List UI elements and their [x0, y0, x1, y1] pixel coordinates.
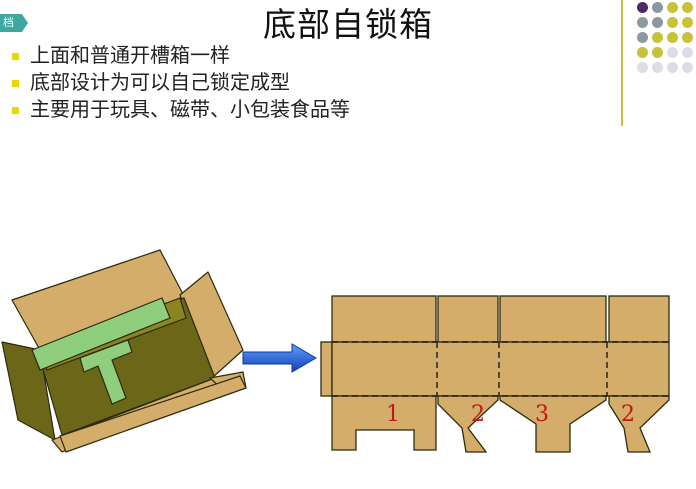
- bottom-flap-3: [499, 395, 607, 453]
- flat-blank: [320, 295, 670, 453]
- bullet-item: 底部设计为可以自己锁定成型: [10, 69, 350, 96]
- box-lock-tab: [79, 339, 133, 405]
- panel-label-2: 2: [471, 402, 485, 427]
- bullet-text: 主要用于玩具、磁带、小包装食品等: [30, 97, 350, 121]
- decor-dot: [682, 62, 693, 73]
- bottom-flap-1: [331, 395, 437, 451]
- decor-dot: [682, 2, 693, 13]
- arrow-right-icon: [242, 343, 317, 373]
- box-green-flap: [31, 297, 171, 371]
- decor-dot: [682, 17, 693, 28]
- bullet-item: 上面和普通开槽箱一样: [10, 42, 350, 69]
- glue-tab: [320, 341, 333, 397]
- decor-dot: [637, 62, 648, 73]
- decor-dot: [637, 47, 648, 58]
- decor-dot: [652, 47, 663, 58]
- bullet-marker-icon: [12, 53, 19, 60]
- decor-dot: [682, 32, 693, 43]
- bullet-item: 主要用于玩具、磁带、小包装食品等: [10, 96, 350, 123]
- bottom-flap-4: [608, 395, 670, 453]
- accent-divider: [621, 0, 623, 126]
- decor-dot: [652, 17, 663, 28]
- decor-dot: [637, 2, 648, 13]
- decor-dot: [667, 32, 678, 43]
- fold-lines: [332, 341, 669, 397]
- top-flap-2: [437, 295, 499, 343]
- panel-label-3: 3: [535, 402, 549, 427]
- bottom-flap-2: [437, 395, 499, 453]
- top-flap-4: [608, 295, 670, 343]
- decor-dot: [667, 62, 678, 73]
- bullet-marker-icon: [12, 107, 19, 114]
- decor-dot: [682, 47, 693, 58]
- bullet-text: 上面和普通开槽箱一样: [30, 43, 230, 67]
- slide-tag: 档: [0, 14, 28, 32]
- decor-dot: [637, 17, 648, 28]
- bullet-list: 上面和普通开槽箱一样 底部设计为可以自己锁定成型 主要用于玩具、磁带、小包装食品…: [10, 42, 350, 123]
- decor-dot: [652, 32, 663, 43]
- top-flap-1: [331, 295, 437, 343]
- panel-label-1: 1: [386, 402, 400, 427]
- decor-dot: [667, 2, 678, 13]
- box-bottom-fold: [59, 375, 247, 453]
- body-panels: [331, 341, 670, 397]
- decor-dot: [652, 2, 663, 13]
- top-flap-3: [499, 295, 607, 343]
- decor-dot: [667, 47, 678, 58]
- decor-dot: [637, 32, 648, 43]
- decor-dot: [652, 62, 663, 73]
- bullet-marker-icon: [12, 80, 19, 87]
- panel-label-4: 2: [621, 402, 635, 427]
- slide-title: 底部自锁箱: [263, 5, 433, 44]
- bullet-text: 底部设计为可以自己锁定成型: [30, 70, 290, 94]
- decor-dot: [667, 17, 678, 28]
- open-box-illustration: [1, 249, 247, 453]
